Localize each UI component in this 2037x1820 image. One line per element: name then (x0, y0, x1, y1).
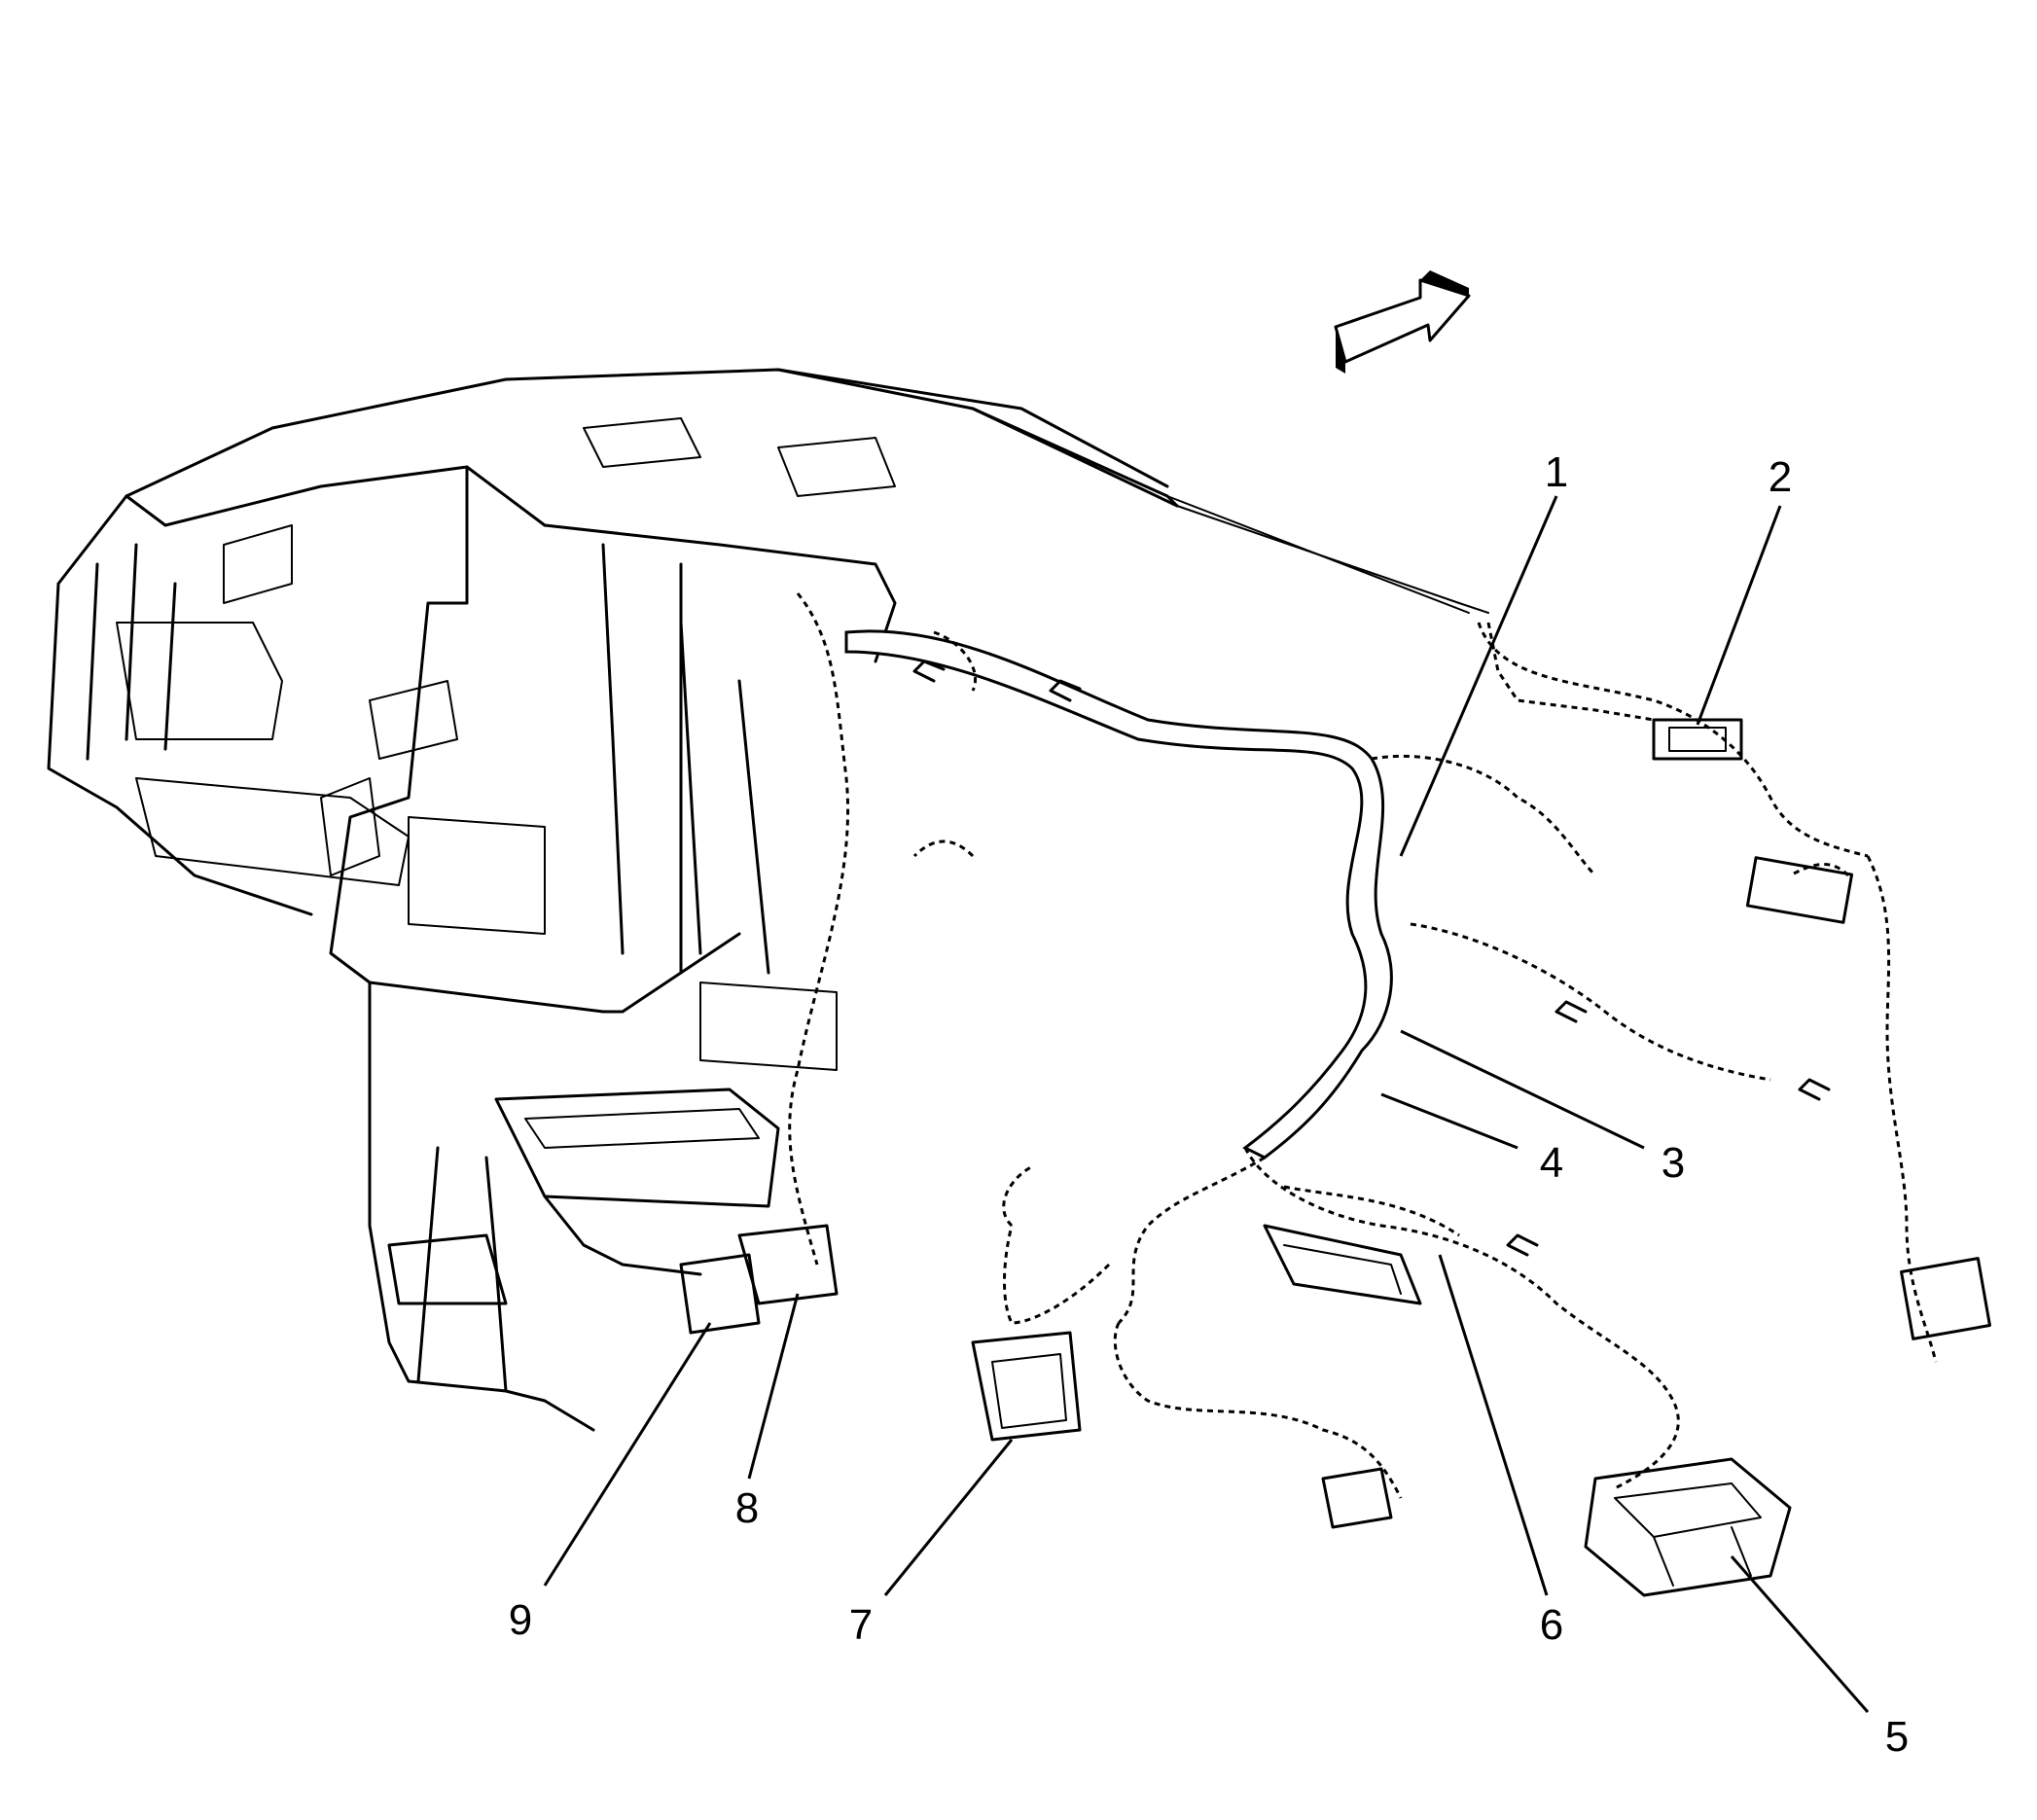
fasteners (912, 660, 1831, 1257)
direction-arrow-icon (1334, 270, 1471, 374)
connector-2 (1652, 718, 1743, 761)
callout-leaders (543, 495, 1870, 1713)
component-6-connector (1263, 1224, 1422, 1305)
connector-right-upper (1745, 856, 1854, 924)
instrument-panel-carrier (47, 368, 1179, 1432)
connector-bottom-center (1321, 1467, 1393, 1529)
callout-label-4: 4 (1540, 1139, 1563, 1187)
callout-label-9: 9 (509, 1596, 532, 1644)
callout-label-2: 2 (1769, 453, 1792, 501)
callout-label-3: 3 (1662, 1139, 1685, 1187)
callout-label-5: 5 (1885, 1713, 1909, 1761)
callout-label-7: 7 (849, 1601, 873, 1649)
connector-right-lower (1900, 1257, 1991, 1340)
callout-label-6: 6 (1540, 1601, 1563, 1649)
connector-9 (679, 1253, 761, 1335)
component-5 (1584, 1457, 1792, 1597)
module-7 (971, 1331, 1082, 1442)
callout-label-1: 1 (1545, 448, 1568, 496)
main-harness (788, 495, 1938, 1499)
callout-label-8: 8 (735, 1484, 759, 1532)
callout-labels: 1 2 3 4 5 6 7 8 9 (509, 448, 1909, 1761)
